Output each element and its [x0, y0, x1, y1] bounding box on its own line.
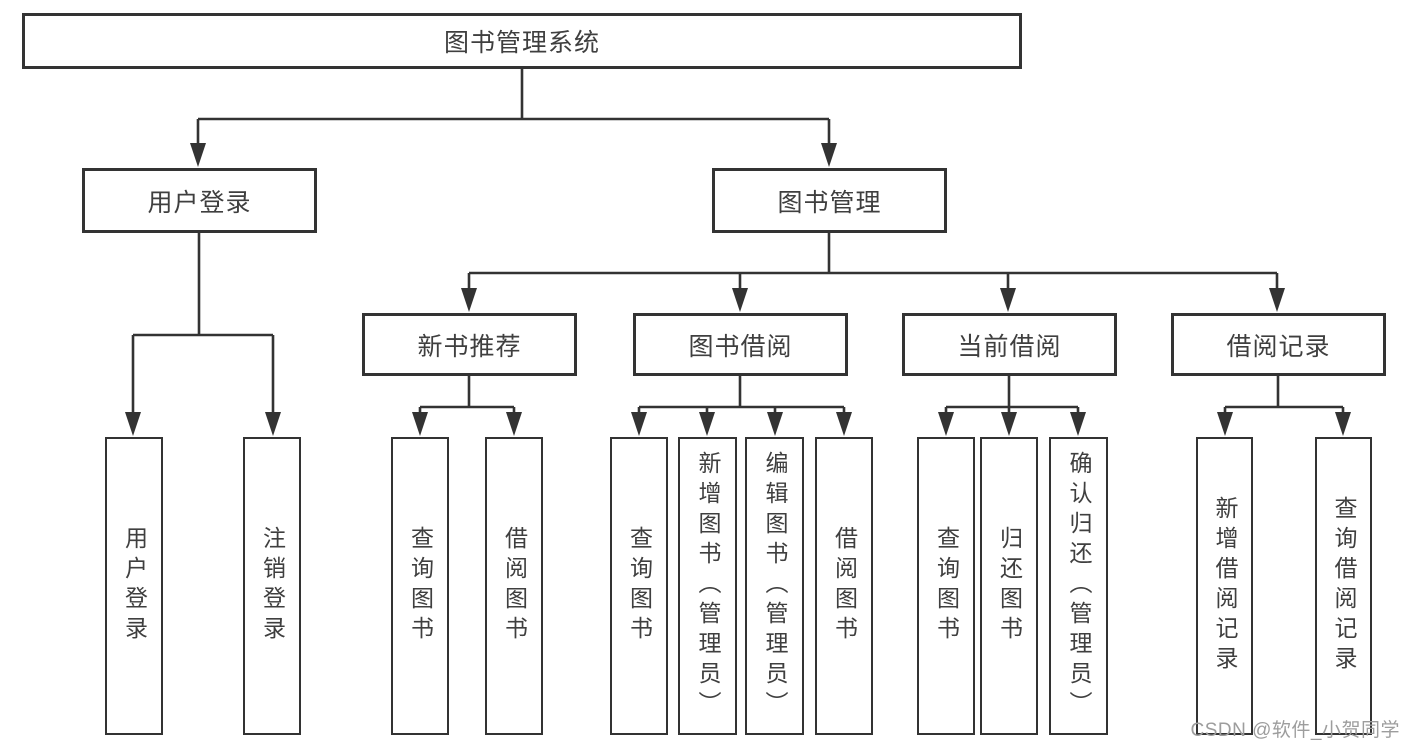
leaf-records-query-record: 查询借阅记录: [1315, 437, 1372, 735]
leaf-borrowing-borrow-books: 借阅图书: [815, 437, 873, 735]
leaf-records-add-record: 新增借阅记录: [1196, 437, 1253, 735]
node-current-borrowing: 当前借阅: [902, 313, 1117, 376]
leaf-newbook-borrow-books: 借阅图书: [485, 437, 543, 735]
node-new-book-recommendation-label: 新书推荐: [417, 332, 522, 361]
leaf-current-confirm-return-admin: 确认归还（管理员）: [1049, 437, 1108, 735]
node-book-borrowing-label: 图书借阅: [688, 332, 793, 361]
node-new-book-recommendation: 新书推荐: [362, 313, 577, 376]
leaf-current-return-books: 归还图书: [980, 437, 1038, 735]
leaf-current-query-books-label: 查询图书: [933, 526, 960, 646]
leaf-borrowing-edit-books-admin: 编辑图书（管理员）: [745, 437, 804, 735]
node-book-borrowing: 图书借阅: [633, 313, 848, 376]
leaf-newbook-query-books-label: 查询图书: [407, 526, 434, 646]
leaf-current-return-books-label: 归还图书: [996, 526, 1023, 646]
leaf-logout-label: 注销登录: [259, 526, 286, 646]
node-library-system: 图书管理系统: [22, 13, 1022, 69]
node-borrowing-records: 借阅记录: [1171, 313, 1386, 376]
leaf-newbook-query-books: 查询图书: [391, 437, 449, 735]
leaf-newbook-borrow-books-label: 借阅图书: [501, 526, 528, 646]
leaf-borrowing-query-books: 查询图书: [610, 437, 668, 735]
leaf-borrowing-edit-books-admin-label: 编辑图书（管理员）: [762, 451, 788, 721]
csdn-watermark: CSDN @软件_小贺同学: [1190, 720, 1400, 741]
node-user-login: 用户登录: [82, 168, 317, 233]
leaf-borrowing-add-books-admin: 新增图书（管理员）: [678, 437, 737, 735]
leaf-user-login: 用户登录: [105, 437, 163, 735]
leaf-borrowing-add-books-admin-label: 新增图书（管理员）: [695, 451, 721, 721]
leaf-current-confirm-return-admin-label: 确认归还（管理员）: [1066, 451, 1092, 721]
leaf-borrowing-borrow-books-label: 借阅图书: [831, 526, 858, 646]
node-book-management-label: 图书管理: [777, 188, 882, 217]
node-borrowing-records-label: 借阅记录: [1226, 332, 1331, 361]
leaf-current-query-books: 查询图书: [917, 437, 975, 735]
leaf-borrowing-query-books-label: 查询图书: [626, 526, 653, 646]
node-book-management: 图书管理: [712, 168, 947, 233]
node-current-borrowing-label: 当前借阅: [957, 332, 1062, 361]
leaf-logout: 注销登录: [243, 437, 301, 735]
node-user-login-label: 用户登录: [147, 188, 252, 217]
node-library-system-label: 图书管理系统: [443, 29, 600, 57]
leaf-user-login-label: 用户登录: [121, 526, 148, 646]
leaf-records-query-record-label: 查询借阅记录: [1331, 496, 1357, 676]
leaf-records-add-record-label: 新增借阅记录: [1212, 496, 1238, 676]
